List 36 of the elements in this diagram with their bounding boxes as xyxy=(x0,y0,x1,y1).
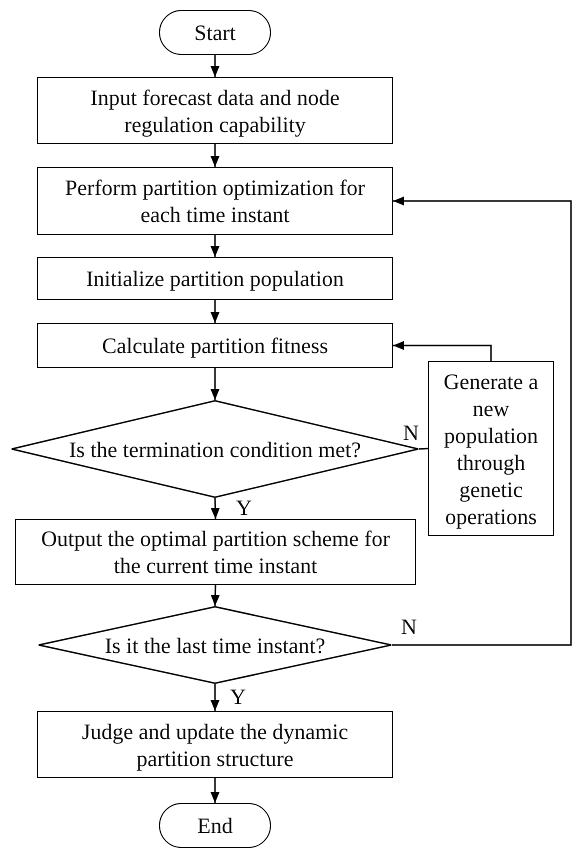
connector-line xyxy=(418,448,428,450)
step-text: Output the optimal partition scheme for the current time instant xyxy=(40,525,391,579)
step-text: Judge and update the dynamic partition structure xyxy=(80,718,350,772)
arrow xyxy=(210,684,220,711)
step-text: Perform partition optimization for each time instant xyxy=(64,174,366,228)
process-box xyxy=(428,361,554,536)
process-box xyxy=(15,519,416,585)
arrow xyxy=(393,341,492,361)
edge-label: Y xyxy=(236,497,252,519)
step-text: Input forecast data and node regulation capability xyxy=(89,84,341,138)
decision-text: Is it the last time instant? xyxy=(104,632,326,658)
arrow xyxy=(210,584,220,606)
terminal-text: End xyxy=(197,812,233,839)
step-text: Generate a new population through genetic operations xyxy=(442,368,540,530)
process-box xyxy=(37,257,393,300)
process-box xyxy=(37,77,393,144)
edge-label: N xyxy=(403,422,419,444)
step-text: Calculate partition fitness xyxy=(102,332,328,359)
step-text: Initialize partition population xyxy=(86,265,344,292)
arrow xyxy=(210,778,220,803)
terminal-text: Start xyxy=(194,19,236,46)
decision-diamond xyxy=(11,400,419,498)
arrow xyxy=(210,55,220,77)
process-box xyxy=(37,167,393,235)
process-box xyxy=(37,323,393,368)
arrow xyxy=(210,235,220,257)
edge-label: N xyxy=(401,616,417,638)
arrow xyxy=(210,144,220,167)
process-box xyxy=(37,711,393,778)
decision-diamond xyxy=(38,606,392,684)
decision-text: Is the termination condition met? xyxy=(68,436,362,462)
arrow xyxy=(210,498,220,520)
arrow xyxy=(392,196,572,646)
arrow xyxy=(210,368,220,400)
edge-label: Y xyxy=(230,686,246,708)
arrow xyxy=(210,300,220,323)
